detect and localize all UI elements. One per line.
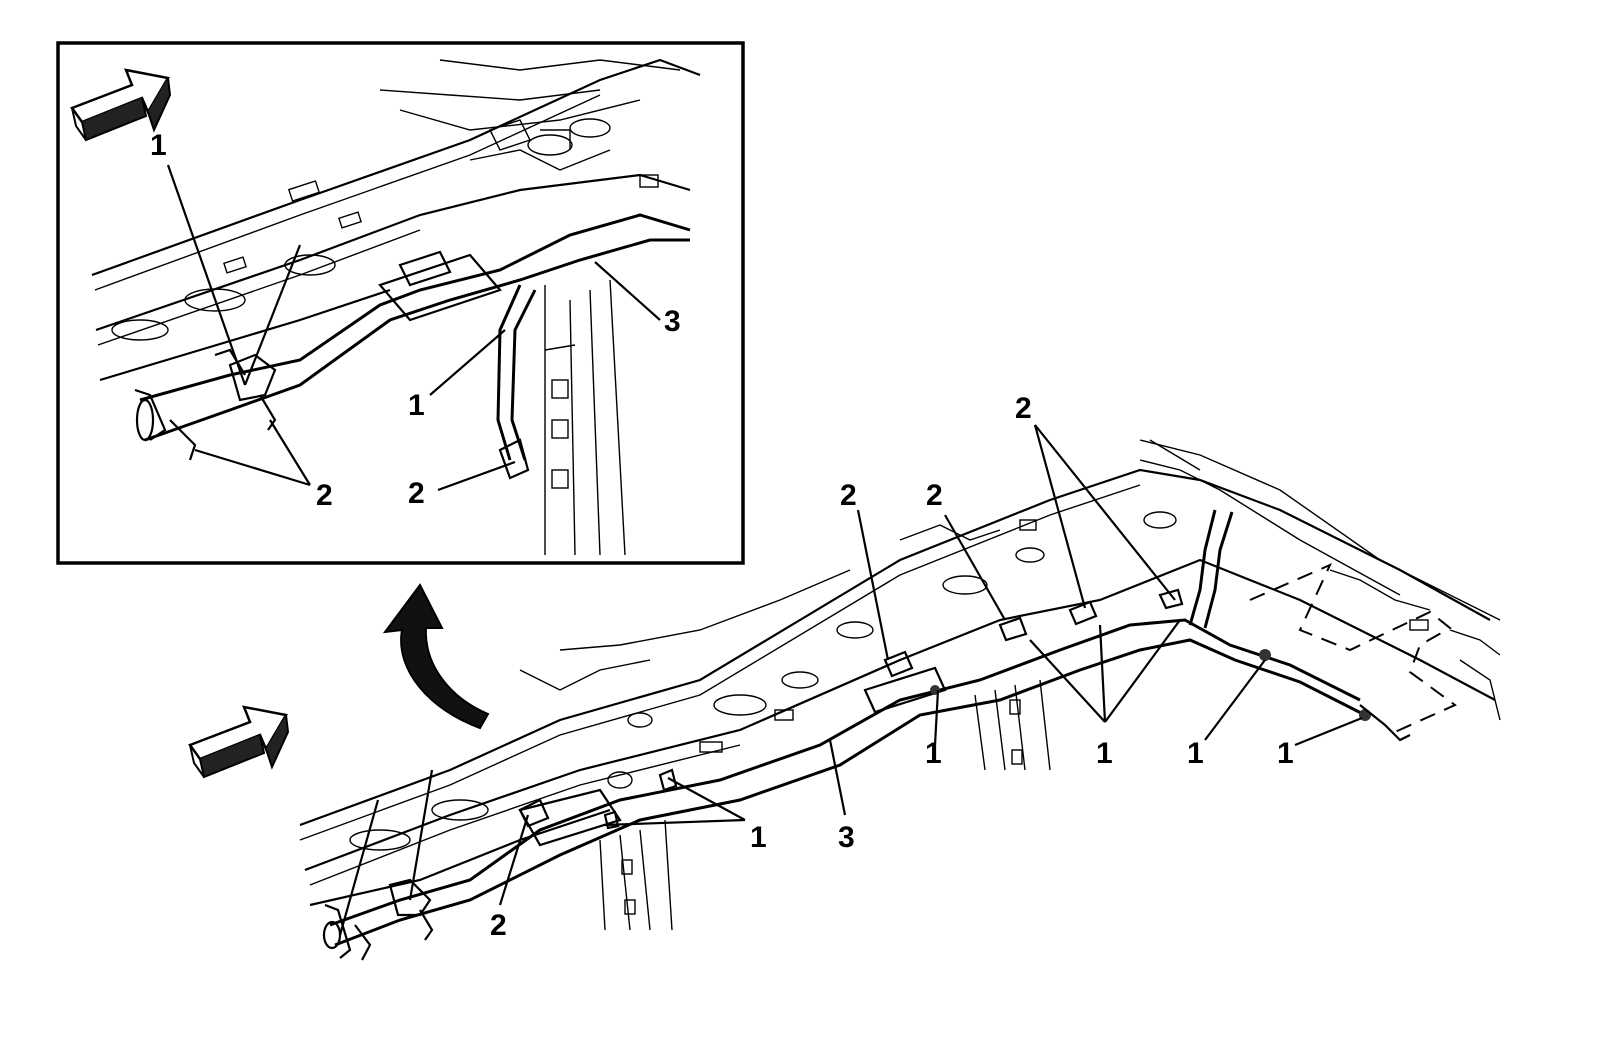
front-direction-arrow-main	[188, 705, 290, 779]
zoom-arrow	[382, 583, 490, 730]
callout-inset-3: 3	[664, 305, 681, 338]
leader-main-1-bottom-a	[667, 777, 746, 821]
leader-main-2-left-a	[338, 799, 380, 936]
leader-inset-1a	[166, 164, 247, 386]
leader-inset-2c	[437, 460, 516, 492]
callout-inset-2-right: 2	[408, 477, 425, 510]
callout-main-1-right-2: 1	[1187, 737, 1204, 770]
callout-main-2-top-left: 2	[840, 479, 857, 512]
leader-main-2-mid-a	[856, 509, 890, 661]
leader-main-1-right-a	[1029, 639, 1106, 723]
callout-main-2-top-right: 2	[1015, 392, 1032, 425]
leader-inset-3	[594, 261, 661, 321]
leader-inset-2b	[269, 419, 311, 486]
leader-main-2-mid-b	[944, 514, 1006, 621]
leader-main-3	[828, 739, 847, 816]
callout-main-1-far-right: 1	[1277, 737, 1294, 770]
callout-inset-1-mid: 1	[408, 389, 425, 422]
leader-main-1-bottom-b	[604, 818, 746, 827]
callout-main-1-mid: 1	[925, 737, 942, 770]
hidden-outline-dashed	[1249, 563, 1457, 733]
leader-main-1-right-b	[1098, 624, 1107, 723]
exhaust-pipe-inset	[134, 213, 691, 480]
leader-main-1-mid	[933, 689, 940, 746]
leader-inset-1b	[243, 244, 302, 386]
callout-main-2-top-mid: 2	[926, 479, 943, 512]
frame-rail-main	[299, 439, 1501, 931]
leader-inset-2a	[194, 448, 311, 487]
callout-inset-1-top: 1	[150, 129, 167, 162]
leader-main-2-bottom	[498, 814, 530, 906]
leader-inset-1c	[429, 329, 506, 396]
detail-inset: 1 1 2 2 3	[56, 41, 745, 565]
leader-main-2-right-b	[1034, 424, 1176, 601]
callout-inset-2-left: 2	[316, 479, 333, 512]
leader-main-2-right-a	[1033, 424, 1087, 609]
exhaust-pipe-main	[322, 509, 1411, 961]
leader-main-1-far-a	[1204, 659, 1266, 741]
callout-main-3: 3	[838, 821, 855, 854]
callout-main-2-bottom: 2	[490, 909, 507, 942]
leader-main-1-right-c	[1104, 619, 1181, 723]
main-view: 2 2 2 2 1 3 1 1 1 1 2	[188, 392, 1501, 961]
callout-main-1-right: 1	[1096, 737, 1113, 770]
callout-main-1-bottom: 1	[750, 821, 767, 854]
front-direction-arrow-inset	[70, 68, 172, 142]
leader-main-1-far-b	[1294, 716, 1363, 747]
leader-main-2-left-b	[408, 769, 434, 901]
